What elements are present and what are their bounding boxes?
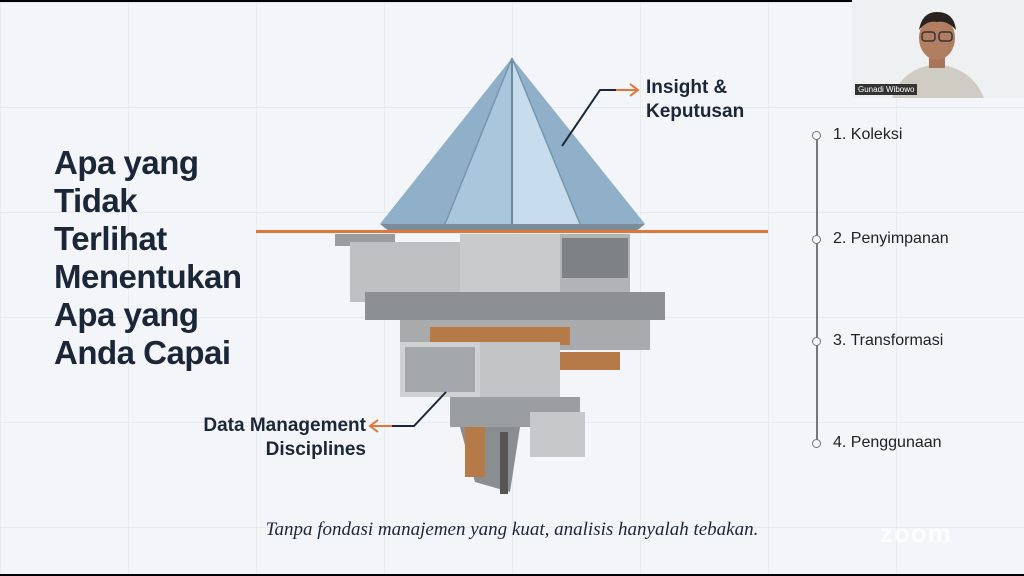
timeline-step: 3. Transformasi [812, 332, 943, 350]
participant-name: Gunadi Wibowo [855, 84, 918, 95]
label-line: Keputusan [646, 101, 745, 122]
divider-line [256, 230, 768, 233]
headline-line: Apa yang [54, 296, 199, 333]
step-label: 1. Koleksi [833, 126, 903, 143]
slide-caption: Tanpa fondasi manajemen yang kuat, anali… [265, 519, 759, 540]
label-line: Disciplines [265, 439, 366, 460]
step-label: 2. Penyimpanan [833, 230, 949, 247]
circle-icon [812, 336, 821, 346]
circle-icon [812, 234, 821, 244]
headline-line: Apa yang [54, 144, 199, 181]
circle-icon [812, 130, 821, 140]
slide-headline: Apa yang Tidak Terlihat Menentukan Apa y… [54, 144, 242, 372]
timeline-step: 2. Penyimpanan [812, 230, 949, 248]
circle-icon [812, 438, 821, 448]
data-management-label: Data Management Disciplines [158, 414, 366, 462]
participant-video-tile[interactable]: Gunadi Wibowo [852, 0, 1024, 98]
arrow-connector-icon [561, 83, 640, 147]
headline-line: Terlihat [54, 220, 167, 257]
label-line: Insight & [646, 77, 728, 98]
arrow-connector-icon [368, 391, 447, 433]
step-label: 4. Penggunaan [833, 434, 942, 451]
insight-label: Insight & Keputusan [646, 76, 744, 124]
timeline-step: 4. Penggunaan [812, 434, 942, 452]
step-label: 3. Transformasi [833, 332, 944, 349]
timeline-step: 1. Koleksi [812, 126, 902, 144]
headline-line: Anda Capai [54, 334, 231, 371]
zoom-watermark: zoom [880, 518, 952, 548]
headline-line: Tidak [54, 182, 138, 219]
iceberg-building-illustration [335, 57, 665, 494]
timeline-line [816, 136, 818, 444]
label-line: Data Management [203, 415, 366, 436]
headline-line: Menentukan [54, 258, 242, 295]
